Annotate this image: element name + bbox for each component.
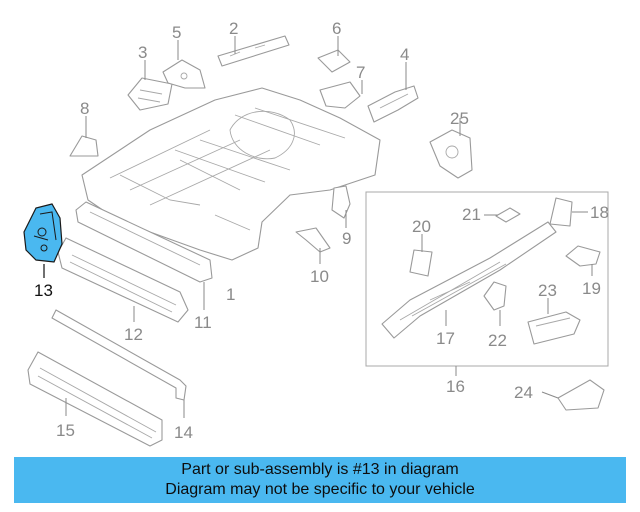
callout-8: 8 xyxy=(80,99,89,118)
part-6-bracket[interactable] xyxy=(317,36,351,73)
callout-18: 18 xyxy=(590,203,609,222)
part-14-bar[interactable] xyxy=(51,309,187,418)
callout-24: 24 xyxy=(514,383,533,402)
part-3-bracket[interactable] xyxy=(127,60,173,111)
callout-16: 16 xyxy=(446,377,465,396)
part-4-rail[interactable] xyxy=(367,62,419,123)
callout-2: 2 xyxy=(229,19,238,38)
callout-4: 4 xyxy=(400,45,409,64)
callout-7: 7 xyxy=(356,63,365,82)
part-5-bracket[interactable] xyxy=(162,40,206,89)
part-2-bracket[interactable] xyxy=(217,35,290,67)
part-22-bracket[interactable] xyxy=(483,281,507,326)
callout-17: 17 xyxy=(436,329,455,348)
part-13-bracket-highlighted[interactable] xyxy=(23,203,63,278)
caption-line-1: Part or sub-assembly is #13 in diagram xyxy=(181,461,459,478)
part-23-bracket[interactable] xyxy=(527,298,581,345)
part-9-bracket[interactable] xyxy=(331,185,351,228)
callout-23: 23 xyxy=(538,281,557,300)
part-16-group-box xyxy=(365,191,609,376)
part-12-crossmember[interactable] xyxy=(57,237,189,323)
callout-25: 25 xyxy=(450,109,469,128)
callout-10: 10 xyxy=(310,267,329,286)
caption-banner: Part or sub-assembly is #13 in diagram D… xyxy=(14,457,626,503)
part-17-sill[interactable] xyxy=(381,221,557,339)
callout-12: 12 xyxy=(124,325,143,344)
part-20-bracket[interactable] xyxy=(409,234,433,277)
callout-19: 19 xyxy=(582,279,601,298)
part-15-rail[interactable] xyxy=(27,351,163,447)
part-21-bracket[interactable] xyxy=(484,207,521,223)
callout-6: 6 xyxy=(332,19,341,38)
callout-1: 1 xyxy=(226,285,235,304)
part-11-crossmember[interactable] xyxy=(75,201,213,310)
callout-22: 22 xyxy=(488,331,507,350)
callout-14: 14 xyxy=(174,423,193,442)
part-24-rail[interactable] xyxy=(541,379,605,411)
callout-21: 21 xyxy=(462,205,481,224)
part-19-bracket[interactable] xyxy=(565,245,601,276)
part-8-bracket[interactable] xyxy=(69,116,99,157)
callout-20: 20 xyxy=(412,217,431,236)
part-25-bracket[interactable] xyxy=(429,118,473,179)
callout-13: 13 xyxy=(34,281,53,300)
callout-15: 15 xyxy=(56,421,75,440)
callout-9: 9 xyxy=(342,229,351,248)
callout-11: 11 xyxy=(194,313,212,332)
part-10-bracket[interactable] xyxy=(295,227,331,264)
part-18-bracket[interactable] xyxy=(549,197,588,227)
callout-3: 3 xyxy=(138,43,147,62)
callout-5: 5 xyxy=(172,23,181,42)
parts-diagram: 1 2 3 4 5 6 7 8 9 10 11 12 13 14 15 16 1… xyxy=(23,19,609,447)
caption-line-2: Diagram may not be specific to your vehi… xyxy=(165,481,475,498)
part-7-bracket[interactable] xyxy=(319,80,363,109)
